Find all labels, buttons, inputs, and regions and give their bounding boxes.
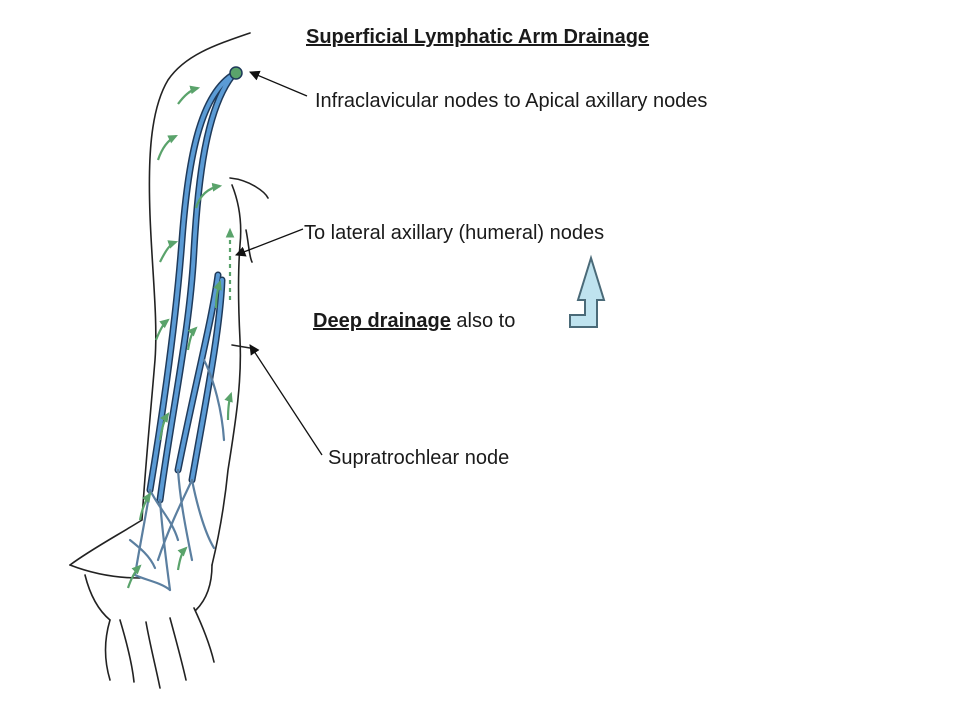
- leader-lines: [235, 70, 323, 456]
- label-lateral-axillary: To lateral axillary (humeral) nodes: [304, 222, 605, 244]
- diagram-title: Superficial Lymphatic Arm Drainage: [306, 26, 650, 48]
- flow-arrows: [126, 85, 235, 589]
- label-deep-drainage: Deep drainage also to: [313, 309, 515, 333]
- lymph-vessels: [128, 66, 243, 592]
- deep-drainage-emphasis: Deep drainage: [313, 310, 451, 332]
- label-supratrochlear: Supratrochlear node: [328, 447, 510, 469]
- label-infraclavicular: Infraclavicular nodes to Apical axillary…: [315, 90, 708, 112]
- deep-drainage-rest: also to: [450, 310, 516, 332]
- up-arrow-callout-icon: [569, 254, 606, 328]
